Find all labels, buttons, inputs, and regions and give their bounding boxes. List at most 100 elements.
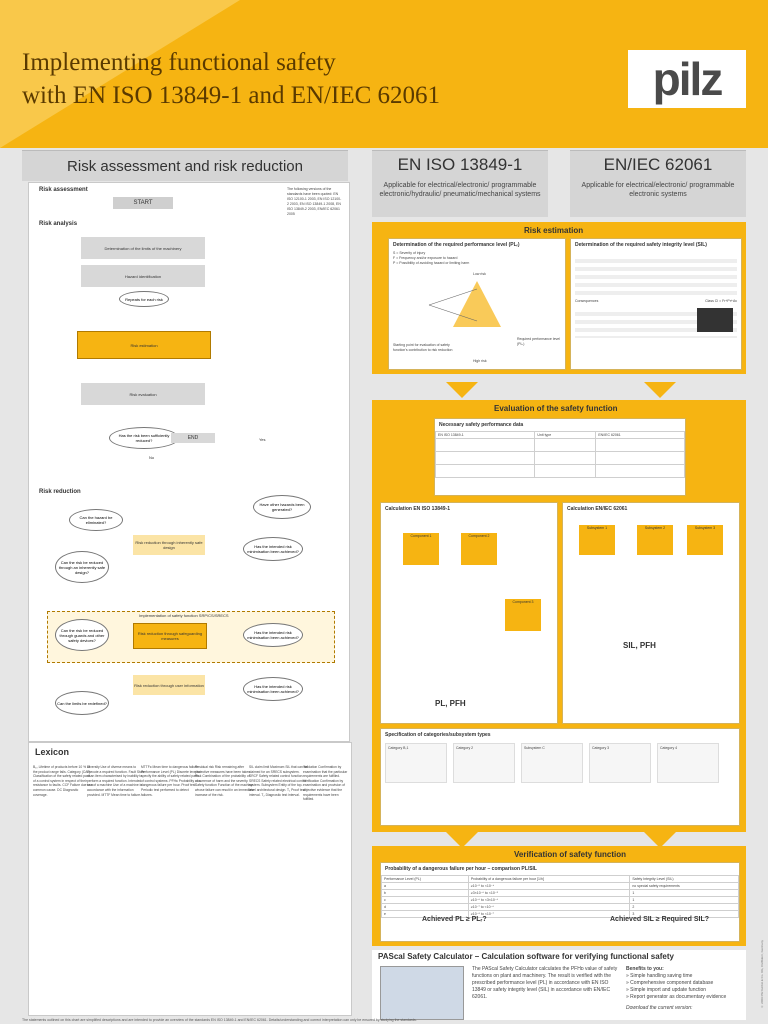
page-title: Implementing functional safety with EN I… — [22, 49, 441, 109]
iso-column-header: EN ISO 13849-1 Applicable for electrical… — [372, 150, 548, 217]
header-wedge — [0, 0, 240, 148]
iec-class: Class Cl = Fr+Pr+Av — [705, 299, 737, 303]
flow-repeat: Repeats for each risk — [119, 291, 169, 307]
table-row: a ≥10⁻⁵ to <10⁻⁴ no special safety requi… — [381, 882, 739, 890]
arrow-iec-down — [644, 382, 676, 398]
flow-intended-1: Has the intended risk minimisation been … — [243, 537, 303, 561]
flow-yes-label: Yes — [259, 437, 266, 442]
spec-category-2: Category 2 — [453, 743, 515, 783]
verification-col-sil: Safety Integrity Level (SIL) — [629, 875, 739, 883]
lexicon-col-2: Diversity Use of diverse means to execut… — [87, 765, 145, 797]
evaluation-title: Evaluation of the safety function — [494, 404, 618, 413]
spec-panel: Specification of categories/subsystem ty… — [380, 728, 740, 826]
table-row: c ≥10⁻⁶ to <3×10⁻⁶ 1 — [381, 896, 739, 904]
download-link[interactable]: Download the current version: — [626, 1005, 693, 1011]
calc-iso-result: PL, PFH — [435, 699, 466, 708]
iso-required-pl: Required performance level (PLᵣ) — [517, 337, 560, 346]
verification-table-title: Probability of a dangerous failure per h… — [385, 866, 537, 872]
data-col-unit: Unit type — [534, 431, 597, 439]
flow-question-reduced: Has the risk been sufficiently reduced? — [109, 427, 179, 449]
iso-component-3: Component 3 — [505, 599, 541, 631]
flow-risk-assessment: Risk assessment — [39, 187, 88, 193]
iso-p-label: P = Possibility of avoiding hazard or li… — [393, 261, 470, 265]
flow-user-info: Risk reduction through user information — [133, 675, 205, 695]
verification-panel: Probability of a dangerous failure per h… — [380, 862, 740, 942]
flow-inherently: Can the risk be reduced through an inher… — [55, 551, 109, 583]
table-row: b ≥3×10⁻⁶ to <10⁻⁵ 1 — [381, 889, 739, 897]
verification-col-pl: Performance Level (PL) — [381, 875, 469, 883]
table-row: e ≥10⁻⁸ to <10⁻⁷ 3 — [381, 910, 739, 918]
iec-sil-table — [575, 308, 737, 338]
iec-frequency-table — [575, 255, 737, 295]
flow-limits: Determination of the limits of the machi… — [81, 237, 205, 259]
flow-safeguarding-title: Implementation of safety function SRP/CS… — [139, 613, 229, 618]
iec-sil-cells — [697, 308, 733, 332]
flow-evaluation: Risk evaluation — [81, 383, 205, 405]
flow-eliminated: Can the hazard be eliminated? — [69, 509, 123, 531]
arrow-verification-right — [644, 832, 676, 848]
data-col-iec: EN/IEC 62061 — [595, 431, 685, 439]
arrow-iso-down — [446, 382, 478, 398]
pascal-screenshot — [380, 966, 464, 1020]
pascal-title: PAScal Safety Calculator – Calculation s… — [378, 952, 674, 961]
verification-section: Verification of safety function Probabil… — [372, 846, 746, 946]
iso-component-2: Component 2 — [461, 533, 497, 565]
iso-start-point: Starting point for evaluation of safety … — [393, 343, 453, 352]
benefit-4: » Report generator as documentary eviden… — [626, 994, 727, 1000]
benefit-2: » Comprehensive component database — [626, 980, 714, 986]
flow-risk-reduction: Risk reduction — [39, 489, 81, 495]
pascal-panel: PAScal Safety Calculator – Calculation s… — [372, 950, 746, 1020]
risk-graph — [428, 281, 501, 327]
pascal-benefits: Benefits to you: » Simple handling savin… — [626, 966, 742, 1012]
spec-category-4: Category 4 — [657, 743, 719, 783]
pilz-logo: pilz — [628, 50, 746, 108]
iec-consequence-row: Consequences Class Cl = Fr+Pr+Av — [571, 299, 741, 304]
check-iso: Achieved PL ≥ PLᵣ? — [422, 916, 487, 923]
flow-inherent-step: Risk reduction through inherently safe d… — [133, 535, 205, 555]
iso-estimation-title: Determination of the required performanc… — [393, 242, 520, 248]
calc-iso-title: Calculation EN ISO 13849-1 — [385, 506, 451, 512]
verification-col-pfh: Probability of a dangerous failure per h… — [467, 875, 631, 883]
calc-iec-result: SIL, PFH — [623, 641, 656, 650]
evaluation-section: Evaluation of the safety function Necess… — [372, 400, 746, 832]
flow-no-label: No — [149, 455, 155, 460]
benefits-title: Benefits to you: — [626, 966, 664, 972]
spec-category-b1: Category B,1 — [385, 743, 447, 783]
performance-data-table: EN ISO 13849-1 Unit type EN/IEC 62061 — [434, 431, 685, 478]
pascal-text: The PAScal Safety Calculator calculates … — [472, 966, 618, 1000]
iec-estimation-panel: Determination of the required safety int… — [570, 238, 742, 370]
iso-s-label: S = Severity of injury — [393, 251, 426, 255]
flow-intended-3: Has the intended risk minimisation been … — [243, 677, 303, 701]
table-row: d ≥10⁻⁷ to <10⁻⁶ 2 — [381, 903, 739, 911]
risk-flow-panel: Risk assessment The following versions o… — [28, 182, 350, 742]
flow-hazard: Hazard identification — [81, 265, 205, 287]
flow-end: END — [171, 433, 215, 443]
arrow-verification-left — [446, 832, 478, 848]
iec-subsystem-1: Subsystem 1 — [579, 525, 615, 555]
lexicon-panel: Lexicon B₁₀ Lifetime of products before … — [28, 742, 352, 1016]
check-iec: Achieved SIL ≥ Required SIL? — [610, 916, 710, 923]
flow-side-note: The following versions of the standards … — [287, 187, 342, 216]
risk-estimation-section: Risk estimation Determination of the req… — [372, 222, 746, 374]
flow-other-hazards: Have other hazards been generated? — [253, 495, 311, 519]
margin-note: © 2009 Pilz GmbH & Co. KG, Ostfildern, G… — [760, 940, 764, 1009]
calc-iec-panel: Calculation EN/IEC 62061 Subsystem 1 Sub… — [562, 502, 740, 724]
iso-applicable: Applicable for electrical/electronic/ pr… — [379, 182, 541, 198]
verification-table: Performance Level (PL) Probability of a … — [381, 875, 739, 918]
iso-standard: EN ISO 13849-1 — [397, 155, 523, 174]
flow-guards: Can the risk be reduced through guards a… — [55, 619, 109, 651]
calc-iec-title: Calculation EN/IEC 62061 — [567, 506, 628, 512]
iec-applicable: Applicable for electrical/electronic/ pr… — [581, 182, 735, 198]
risk-column-header: Risk assessment and risk reduction — [22, 150, 348, 181]
lexicon-col-3: MTTFᴅ Mean time to dangerous failure. Pe… — [141, 765, 201, 797]
benefit-3: » Simple import and update function — [626, 987, 707, 993]
iso-high-risk: High risk — [473, 359, 487, 363]
flow-risk-analysis: Risk analysis — [39, 221, 78, 227]
lexicon-title: Lexicon — [35, 747, 70, 757]
flow-start: START — [113, 197, 173, 209]
iec-subsystem-2: Subsystem 2 — [637, 525, 673, 555]
iso-estimation-panel: Determination of the required performanc… — [388, 238, 566, 370]
iec-column-header: EN/IEC 62061 Applicable for electrical/e… — [570, 150, 746, 217]
lexicon-col-5: SIL claim limit Maximum SIL that can be … — [249, 765, 308, 797]
lexicon-col-1: B₁₀ Lifetime of products before 10 % of … — [33, 765, 93, 797]
